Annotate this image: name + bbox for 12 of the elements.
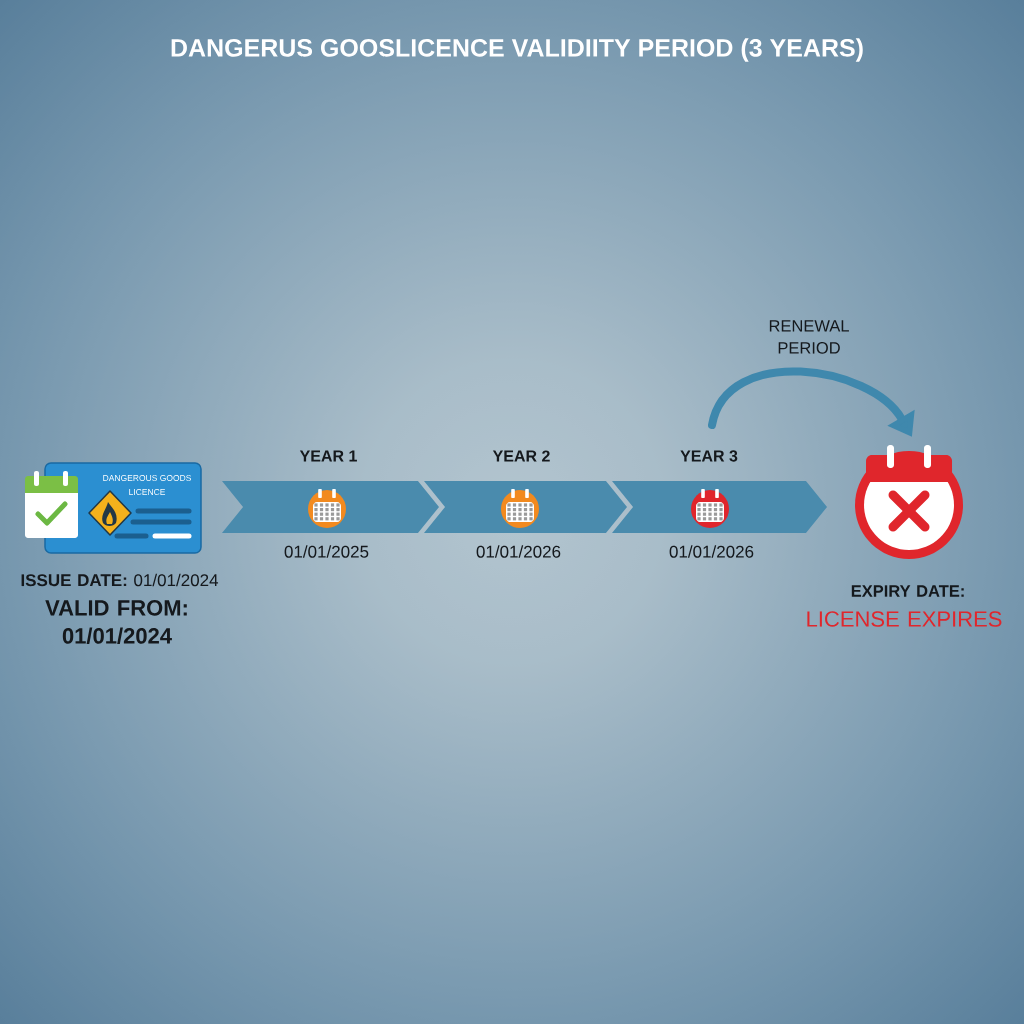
edge-label: RENEWAL PERIOD [769,320,849,354]
year-label: YEAR 1 [299,450,357,462]
date-label: 01/01/2026 [669,545,754,558]
title: DANGERUS GOOSLICENCE VALIDIITY PERIOD (3 YEARS) [171,38,863,62]
expiry-status-text: LICENSE EXPIRES [807,611,1002,627]
year-label: YEAR 3 [680,450,738,462]
year-label: YEAR 2 [492,450,550,462]
issue-date-text: ISSUE DATE: 01/01/2024 [21,573,219,587]
date-label: 01/01/2025 [284,545,369,558]
expiry-date-label: EXPIRY DATE: [851,585,964,597]
valid-from-text: VALID FROM: 01/01/2024 [45,600,187,644]
date-label: 01/01/2026 [476,545,561,558]
